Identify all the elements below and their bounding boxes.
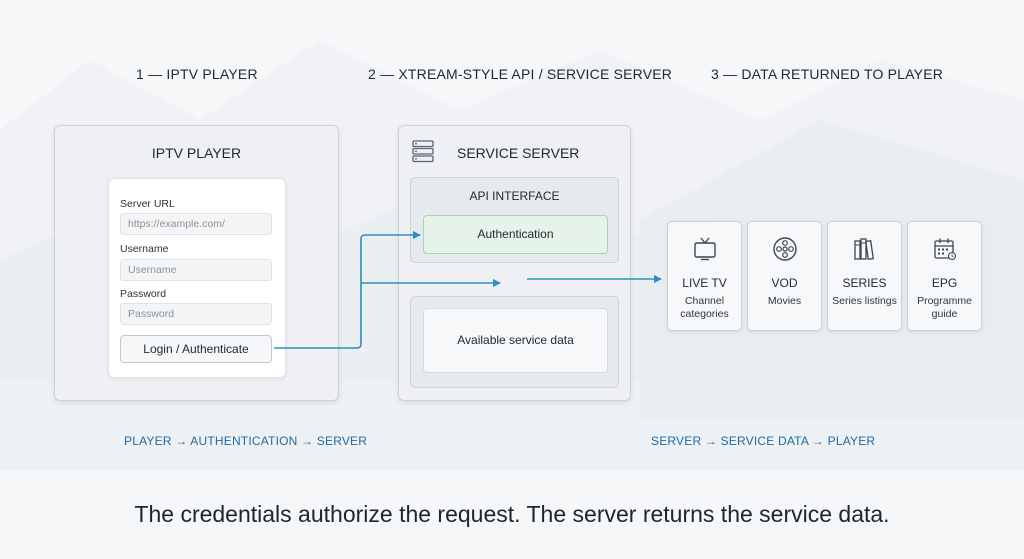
step2-heading: 2 — XTREAM-STYLE API / SERVICE SERVER [368, 66, 673, 82]
epg-title: EPG [931, 276, 958, 290]
step3-heading: 3 — DATA RETURNED TO PLAYER [711, 66, 944, 82]
right-flow-label: SERVER → SERVICE DATA → PLAYER [651, 434, 876, 448]
service-server-panel: SERVICE SERVER API INTERFACE Authenticat… [398, 125, 631, 401]
iptv-player-panel: IPTV PLAYER Server URL https://example.c… [54, 125, 339, 401]
service-data-box: Available service data [410, 296, 619, 388]
vod-card: VOD Movies [747, 221, 822, 331]
series-subtitle: Series listings [832, 295, 897, 307]
step1-heading: 1 — IPTV PLAYER [136, 66, 258, 82]
tv-icon [694, 237, 716, 261]
books-icon [854, 238, 874, 260]
server-rack-icon [412, 140, 434, 163]
password-input[interactable]: Password [120, 303, 272, 325]
authentication-box: Authentication [423, 215, 608, 254]
server-panel-title: SERVICE SERVER [457, 145, 580, 161]
api-interface-box: API INTERFACE Authentication [410, 177, 619, 263]
password-label: Password [120, 288, 167, 300]
epg-card: EPG Programme guide [907, 221, 982, 331]
player-panel-title: IPTV PLAYER [151, 145, 242, 161]
live-tv-subtitle: Channel categories [680, 295, 729, 320]
available-service-data: Available service data [423, 308, 608, 373]
series-card: SERIES Series listings [827, 221, 902, 331]
vod-title: VOD [771, 276, 798, 290]
live-tv-card: LIVE TV Channel categories [667, 221, 742, 331]
login-authenticate-button[interactable]: Login / Authenticate [120, 335, 272, 363]
epg-subtitle: Programme guide [917, 295, 972, 320]
film-reel-icon [773, 237, 797, 261]
vod-subtitle: Movies [767, 295, 802, 307]
left-flow-label: PLAYER → AUTHENTICATION → SERVER [124, 434, 368, 448]
username-label: Username [120, 243, 169, 255]
server-url-label: Server URL [120, 198, 175, 210]
api-interface-title: API INTERFACE [469, 189, 560, 203]
calendar-icon [934, 238, 957, 261]
server-url-input[interactable]: https://example.com/ [120, 213, 272, 235]
login-form: Server URL https://example.com/ Username… [108, 178, 286, 378]
bottom-caption: The credentials authorize the request. T… [134, 501, 890, 527]
series-title: SERIES [842, 276, 887, 290]
live-tv-title: LIVE TV [682, 276, 727, 290]
username-input[interactable]: Username [120, 259, 272, 281]
